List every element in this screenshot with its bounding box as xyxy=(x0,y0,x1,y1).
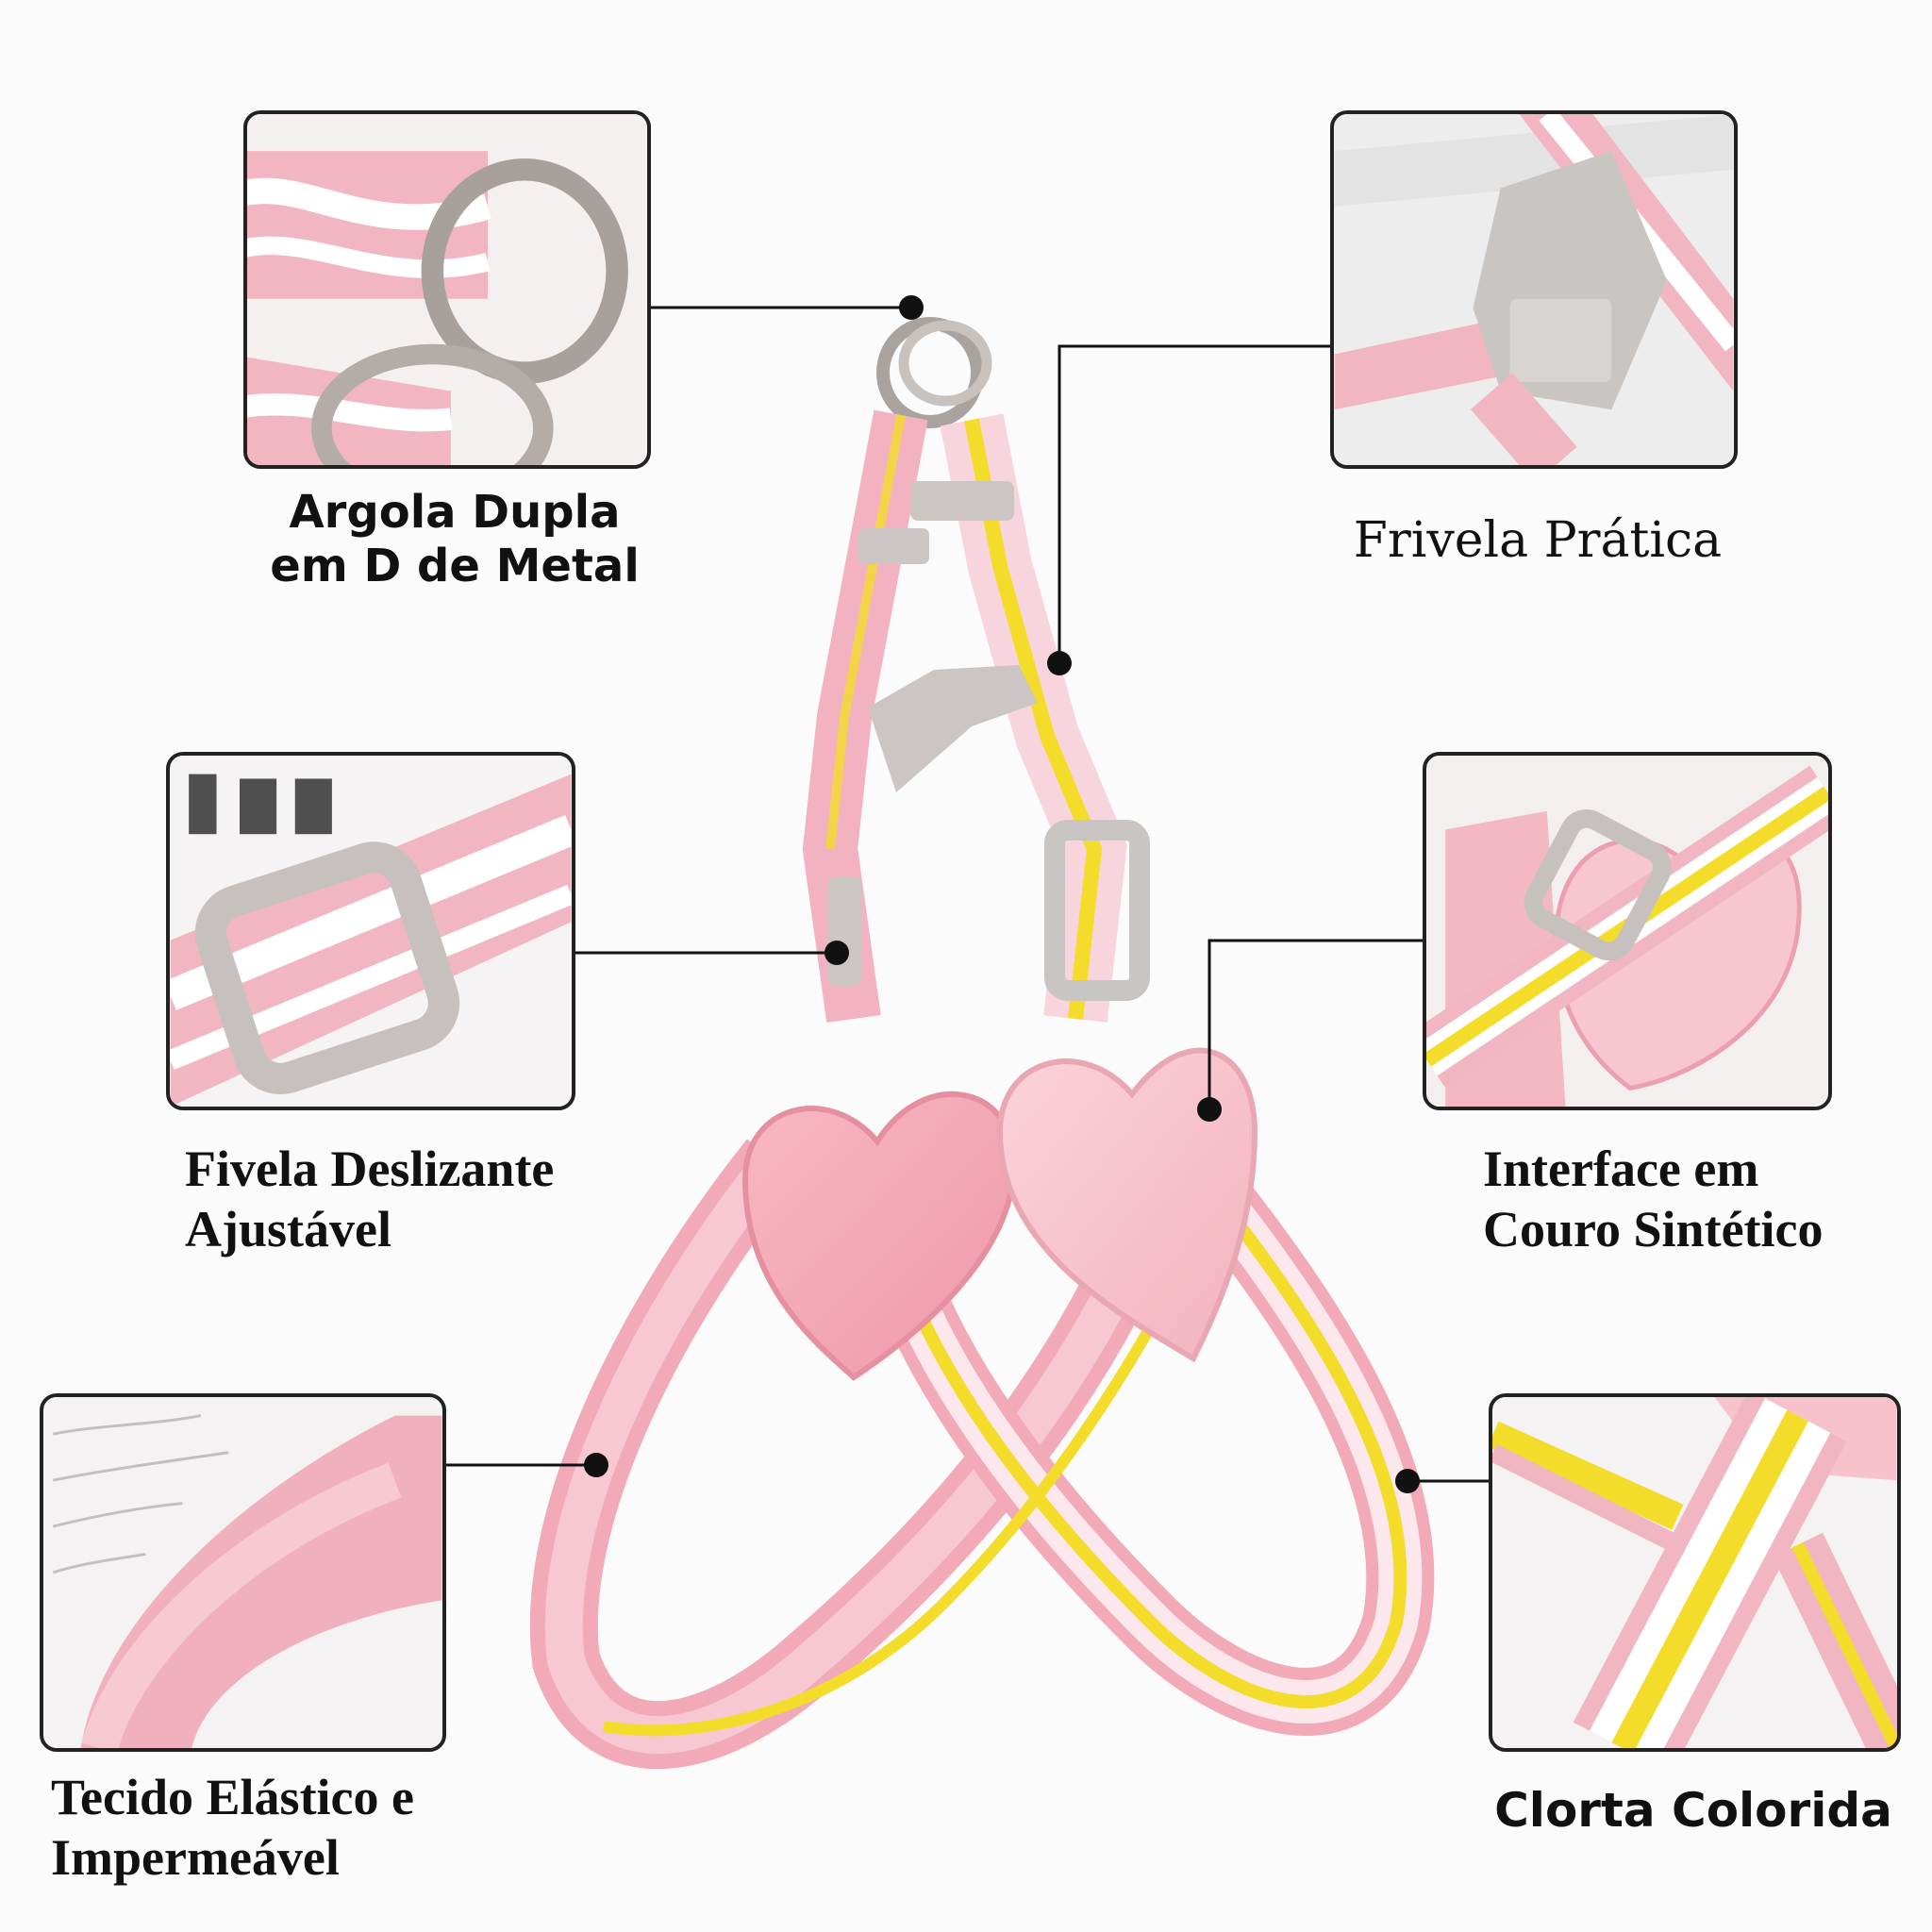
callout-label-elastic-fabric: Tecido Elástico e Impermeável xyxy=(51,1768,541,1888)
label-line: Frivela Prática xyxy=(1353,512,1723,569)
label-line: Tecido Elástico e xyxy=(51,1769,414,1825)
label-line: em D de Metal xyxy=(270,539,640,592)
callout-label-d-ring: Argola Dupla em D de Metal xyxy=(257,486,653,592)
d-ring-metal xyxy=(876,317,992,428)
leather-interface-closeup xyxy=(1426,756,1828,1107)
label-line: Argola Dupla xyxy=(289,486,621,539)
colored-strap-closeup xyxy=(1492,1397,1897,1748)
heart-patch-left xyxy=(741,1091,1018,1381)
detail-photo-leather-interface xyxy=(1423,752,1832,1110)
callout-label-buckle: Frivela Prática xyxy=(1321,512,1755,570)
callout-label-slide-buckle: Fivela Deslizante Ajustável xyxy=(185,1140,675,1259)
elastic-fabric-closeup xyxy=(43,1397,442,1748)
label-line: Fivela Deslizante xyxy=(185,1141,555,1197)
chest-loops xyxy=(529,1139,1435,1770)
callout-label-colored-strap: Clorta Colorida xyxy=(1491,1783,1896,1839)
detail-photo-d-ring xyxy=(243,110,651,469)
d-ring-closeup xyxy=(247,114,647,465)
label-line: Impermeável xyxy=(51,1828,340,1886)
buckle-closeup xyxy=(1334,114,1734,465)
label-line: Clorta Colorida xyxy=(1494,1783,1892,1838)
heart-patch-right xyxy=(996,1047,1258,1363)
detail-photo-colored-strap xyxy=(1489,1393,1901,1752)
detail-photo-buckle xyxy=(1330,110,1738,469)
callout-label-leather-interface: Interface em Couro Sintético xyxy=(1483,1140,1917,1259)
slide-buckle-closeup xyxy=(170,756,572,1107)
label-line: Couro Sintético xyxy=(1483,1200,1824,1257)
label-line: Interface em xyxy=(1483,1141,1759,1197)
label-line: Ajustável xyxy=(185,1200,391,1257)
detail-photo-slide-buckle xyxy=(166,752,575,1110)
detail-photo-elastic-fabric xyxy=(40,1393,446,1752)
